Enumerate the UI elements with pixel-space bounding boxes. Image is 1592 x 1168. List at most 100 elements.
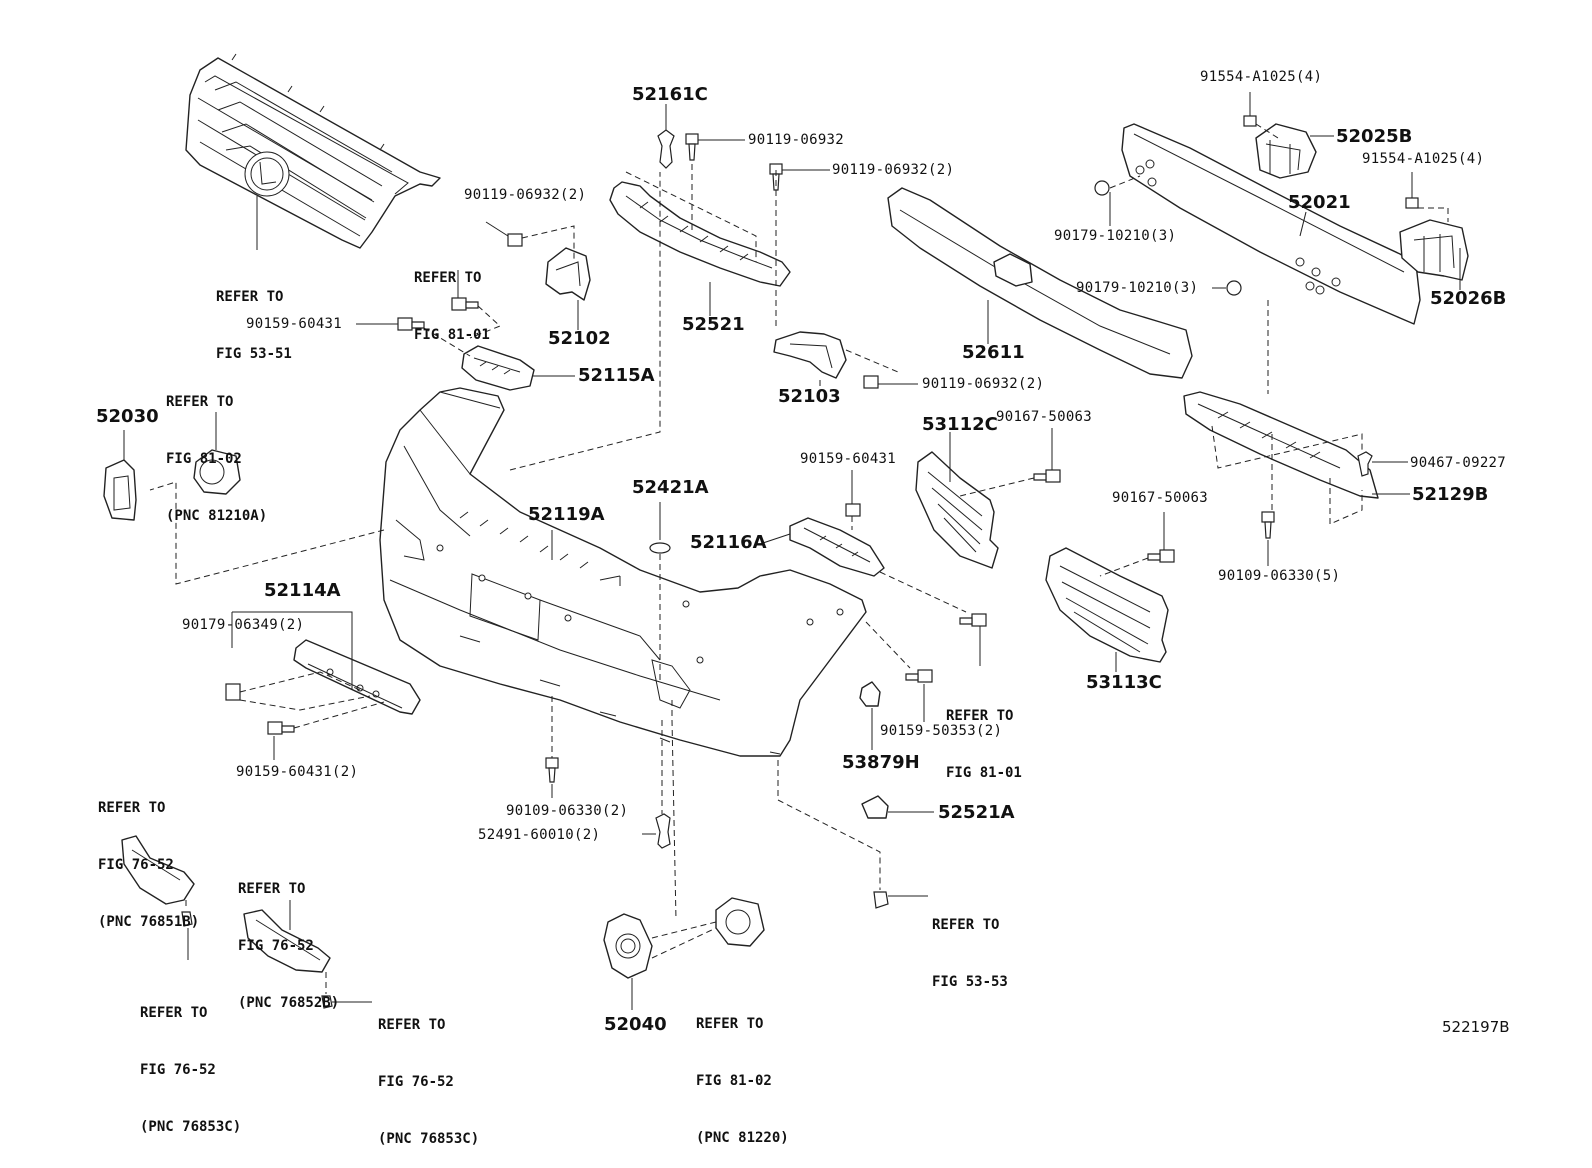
reinforcement-52021[interactable] [1121, 123, 1421, 325]
label-91554-A1025-b[interactable]: 91554-A1025(4) [1362, 151, 1485, 167]
label-53113C[interactable]: 53113C [1086, 672, 1162, 693]
label-91554-A1025-a[interactable]: 91554-A1025(4) [1200, 69, 1323, 85]
nut-90179-10210-b[interactable] [1212, 280, 1242, 296]
refer-fig-53-53[interactable]: REFER TO FIG 53-53 [932, 878, 1008, 1011]
clip-53879H[interactable] [859, 681, 881, 750]
fog-lamp-left[interactable] [193, 412, 241, 495]
label-52030[interactable]: 52030 [96, 406, 159, 427]
grommet-52421A[interactable] [649, 502, 671, 554]
refer-fig-76-52-d[interactable]: REFER TO FIG 76-52 (PNC 76853C) [378, 978, 479, 1168]
bracket-52129B[interactable] [1183, 391, 1410, 499]
grille-53113C[interactable] [1045, 547, 1169, 672]
bezel-52030[interactable] [103, 430, 137, 521]
label-90179-10210-a[interactable]: 90179-10210(3) [1054, 228, 1177, 244]
label-90119-06932-d[interactable]: 90119-06932(2) [922, 376, 1045, 392]
label-90179-10210-b[interactable]: 90179-10210(3) [1076, 280, 1199, 296]
refer-fig-81-01-b[interactable]: REFER TO FIG 81-01 [946, 669, 1022, 802]
garnish-76852B[interactable] [243, 900, 331, 973]
bracket-52115A[interactable] [461, 345, 575, 391]
bolt-90159-60431-a[interactable] [356, 317, 425, 331]
label-52129B[interactable]: 52129B [1412, 484, 1489, 505]
label-52021[interactable]: 52021 [1288, 192, 1351, 213]
bolt-90159-60431-b[interactable] [845, 470, 861, 517]
refer-fig-81-01-a[interactable]: REFER TO FIG 81-01 [414, 231, 490, 364]
bezel-52040[interactable] [603, 913, 653, 1010]
bolt-91554-a[interactable] [1243, 92, 1257, 127]
retainer-52521A[interactable] [861, 795, 934, 819]
clip-76853C-b[interactable] [321, 995, 372, 1009]
label-52521A[interactable]: 52521A [938, 802, 1015, 823]
absorber-52611[interactable] [887, 187, 1193, 379]
label-90179-06349[interactable]: 90179-06349(2) [182, 617, 305, 633]
label-52611[interactable]: 52611 [962, 342, 1025, 363]
label-90159-60431-c[interactable]: 90159-60431(2) [236, 764, 359, 780]
garnish-76851B[interactable] [121, 835, 195, 905]
label-52025B[interactable]: 52025B [1336, 126, 1413, 147]
label-90159-60431-a[interactable]: 90159-60431 [246, 316, 343, 332]
label-52102[interactable]: 52102 [548, 328, 611, 349]
label-52114A[interactable]: 52114A [264, 580, 341, 601]
refer-line: FIG 76-52 [98, 857, 174, 873]
retainer-52114A[interactable] [293, 639, 421, 715]
refer-fig-81-02-b[interactable]: REFER TO FIG 81-02 (PNC 81220) [696, 977, 789, 1167]
nut-90179-06349[interactable] [225, 683, 241, 701]
refer-fig-76-52-b[interactable]: REFER TO FIG 76-52 (PNC 76852B) [238, 842, 339, 1032]
label-52421A[interactable]: 52421A [632, 477, 709, 498]
label-52119A[interactable]: 52119A [528, 504, 605, 525]
bolt-refer-81-01-b[interactable] [959, 613, 987, 666]
refer-fig-76-52-c[interactable]: REFER TO FIG 76-52 (PNC 76853C) [140, 966, 241, 1156]
label-52161C[interactable]: 52161C [632, 84, 708, 105]
bolt-90167-50063-a[interactable] [1033, 428, 1061, 483]
label-52026B[interactable]: 52026B [1430, 288, 1507, 309]
bolt-90119-06932-d[interactable] [863, 375, 918, 389]
bumper-cover-52119A[interactable] [379, 387, 867, 757]
label-53879H[interactable]: 53879H [842, 752, 920, 773]
bolt-91554-b[interactable] [1405, 172, 1419, 209]
bolt-90109-06330-b[interactable] [545, 757, 559, 798]
label-90119-06932-c[interactable]: 90119-06932(2) [464, 187, 587, 203]
bolt-90467-09227[interactable] [1357, 451, 1408, 477]
refer-fig-53-51[interactable]: REFER TO FIG 53-51 [216, 250, 292, 383]
refer-fig-76-52-a[interactable]: REFER TO FIG 76-52 (PNC 76851B) [98, 761, 199, 951]
label-90159-50353[interactable]: 90159-50353(2) [880, 723, 1003, 739]
clip-52161C[interactable] [657, 104, 675, 169]
bolt-90159-60431-c[interactable] [267, 721, 295, 760]
bolt-90109-06330-a[interactable] [1261, 511, 1275, 566]
label-52103[interactable]: 52103 [778, 386, 841, 407]
label-90167-50063-b[interactable]: 90167-50063 [1112, 490, 1209, 506]
clip-76853C-a[interactable] [181, 911, 193, 960]
bracket-52103[interactable] [773, 331, 847, 386]
label-90119-06932-b[interactable]: 90119-06932(2) [832, 162, 955, 178]
bracket-52116A[interactable] [759, 517, 885, 577]
label-90119-06932-a[interactable]: 90119-06932 [748, 132, 845, 148]
nut-90179-10210-a[interactable] [1094, 180, 1111, 226]
bolt-90119-06932-c[interactable] [485, 221, 523, 247]
refer-line: (PNC 81210A) [166, 508, 268, 524]
bolt-90159-50353[interactable] [905, 669, 933, 722]
bracket-52025B[interactable] [1255, 123, 1334, 179]
label-52115A[interactable]: 52115A [578, 365, 655, 386]
bolt-90119-06932-a[interactable] [685, 133, 745, 161]
label-90109-06330-b[interactable]: 90109-06330(2) [506, 803, 629, 819]
fog-lamp-right[interactable] [715, 897, 765, 947]
label-53112C[interactable]: 53112C [922, 414, 998, 435]
grille-53112C[interactable] [915, 432, 999, 569]
label-52491-60010[interactable]: 52491-60010(2) [478, 827, 601, 843]
label-52116A[interactable]: 52116A [690, 532, 767, 553]
clip-52491-60010[interactable] [642, 813, 671, 849]
label-90159-60431-b[interactable]: 90159-60431 [800, 451, 897, 467]
bracket-52026B[interactable] [1399, 219, 1469, 290]
label-90109-06330-a[interactable]: 90109-06330(5) [1218, 568, 1341, 584]
bolt-90119-06932-b[interactable] [769, 163, 830, 191]
bolt-refer-53-53[interactable] [873, 891, 928, 909]
label-52521[interactable]: 52521 [682, 314, 745, 335]
bolt-90167-50063-b[interactable] [1147, 512, 1175, 563]
label-52040[interactable]: 52040 [604, 1014, 667, 1035]
grille-part[interactable] [185, 53, 441, 250]
bolt-refer-81-01[interactable] [451, 270, 479, 311]
bracket-52521[interactable] [609, 181, 791, 316]
refer-fig-81-02-a[interactable]: REFER TO FIG 81-02 (PNC 81210A) [166, 355, 267, 545]
bracket-52102[interactable] [545, 247, 591, 330]
label-90467-09227[interactable]: 90467-09227 [1410, 455, 1507, 471]
label-90167-50063-a[interactable]: 90167-50063 [996, 409, 1093, 425]
